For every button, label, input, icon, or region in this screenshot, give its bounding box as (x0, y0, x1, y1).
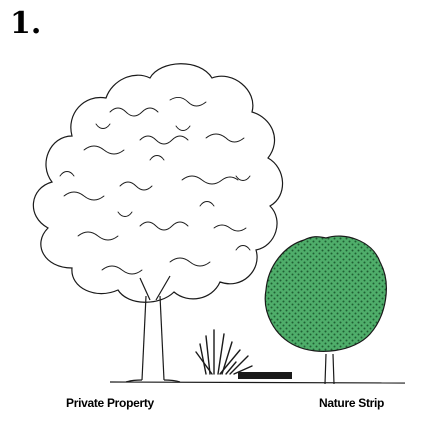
nature-strip-label: Nature Strip (319, 396, 384, 410)
grass-shrub-icon (196, 330, 252, 374)
ground-line (110, 382, 405, 383)
large-tree-icon (33, 64, 282, 382)
small-street-tree-icon (265, 236, 386, 384)
planter-edge (238, 372, 292, 379)
private-property-label: Private Property (66, 396, 154, 410)
